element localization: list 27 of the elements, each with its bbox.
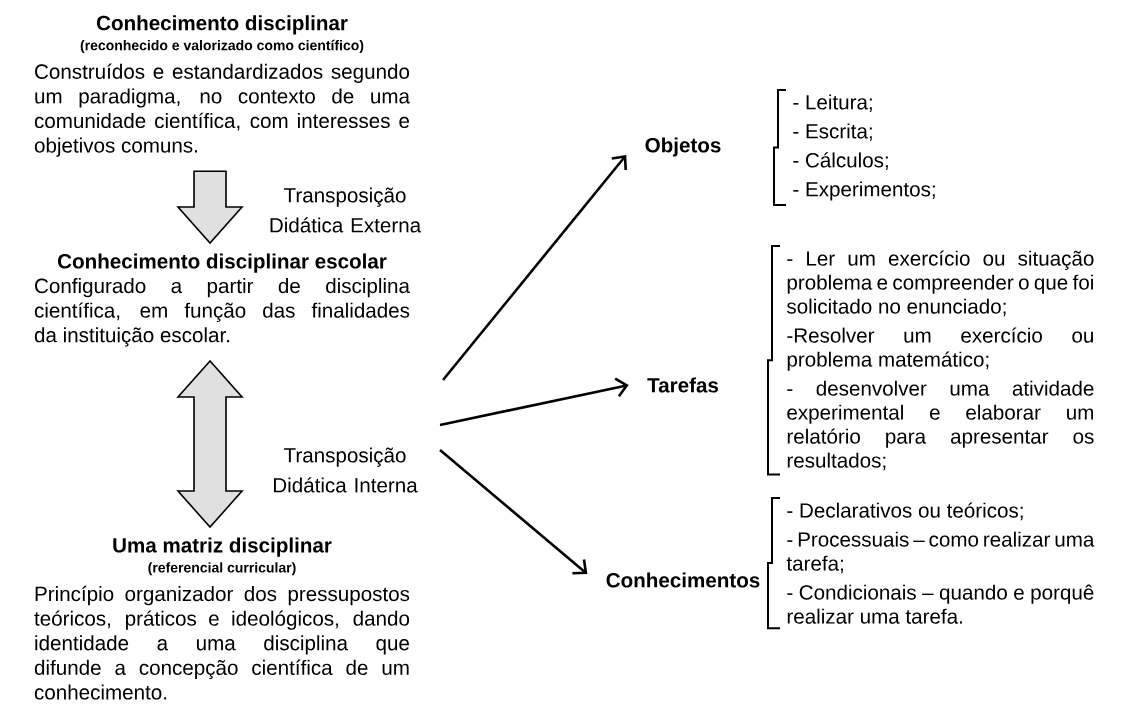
edge-label: Transposição Didática Interna: [274, 447, 418, 493]
heading: Conhecimento disciplinar escolar: [58, 253, 387, 273]
heading: Conhecimento disciplinar: [96, 15, 348, 35]
list-item: - desenvolver uma atividade experimental e elaborar um relatório para apresentar os resultados;: [787, 380, 1094, 471]
category-label: Tarefas: [647, 377, 718, 393]
list-item: - Experimentos;: [793, 181, 935, 201]
list-item: - Declarativos ou teóricos;: [787, 502, 1023, 521]
arrow: [439, 377, 629, 427]
category-label: Objetos: [645, 137, 721, 157]
list-item: - Escrita;: [793, 123, 872, 141]
category-label: Conhecimentos: [606, 572, 760, 588]
list-item: -Resolver um exercício ou problema matemático;: [787, 327, 1093, 371]
description: Construídos e estandardizados segundo um paradigma, no contexto de uma comunidade científica, com interesses e objetivos comuns.: [34, 63, 410, 157]
arrow: [442, 155, 627, 381]
list-item: - Cálculos;: [793, 152, 888, 170]
subheading: (reconhecido e valorizado como científico): [80, 39, 364, 54]
edge-label: Transposição Didática Externa: [270, 187, 422, 233]
description: Configurado a partir de disciplina científica, em função das finalidades da instituição escolar.: [34, 278, 410, 347]
description: Princípio organizador dos pressupostos teóricos, práticos e ideológicos, dando identidade a uma disciplina que difunde a concepção científica de um conhecimento.: [34, 585, 410, 700]
list-item: - Ler um exercício ou situação problema e compreender o que foi solicitado no enunciado;: [786, 250, 1094, 317]
list-item: - Leitura;: [793, 94, 872, 112]
list-item: - Condicionais – quando e porquê realizar uma tarefa.: [787, 584, 1094, 624]
heading: Uma matriz disciplinar: [113, 537, 332, 557]
list-item: - Processuais – como realizar uma tarefa;: [786, 531, 1095, 574]
subheading: (referencial curricular): [148, 562, 296, 576]
block-arrow: [176, 170, 244, 245]
arrow: [439, 449, 588, 575]
